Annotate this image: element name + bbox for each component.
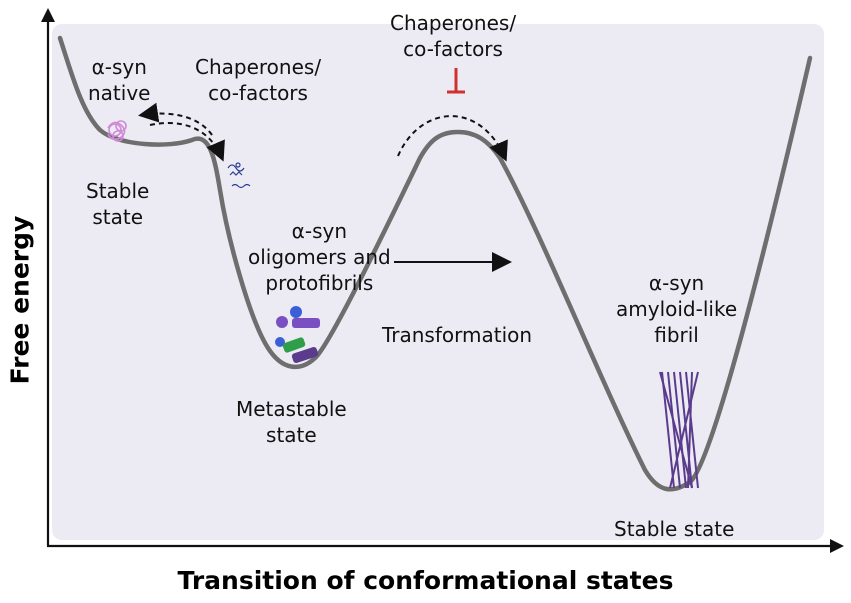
- label-line: Stable state: [614, 517, 735, 541]
- label-line: Chaperones/: [390, 11, 517, 35]
- label-line: amyloid-like: [616, 297, 738, 321]
- label-transformation: Transformation: [382, 322, 532, 348]
- dashed-arrow-over-barrier: [397, 115, 508, 162]
- x-axis-arrow: [830, 539, 844, 553]
- reversible-dashed-arrows: [138, 102, 225, 162]
- label-chaperones-top: Chaperones/ co-factors: [390, 10, 516, 62]
- dashed-arrow-to-native: [138, 102, 213, 136]
- energy-curve: [57, 35, 813, 492]
- label-stable-state-right: Stable state: [614, 516, 734, 542]
- amyloid-fibril-icon: [659, 371, 699, 489]
- x-axis-title: Transition of conformational states: [177, 566, 674, 595]
- label-line: Stable: [86, 179, 150, 203]
- label-line: Chaperones/: [195, 55, 322, 79]
- unfolded-protein-icon: [227, 162, 251, 189]
- label-line: state: [266, 423, 317, 447]
- label-line: state: [92, 205, 144, 229]
- dashed-arrow-to-oligomer: [149, 122, 225, 162]
- inhibition-t-bar-icon: [447, 68, 465, 94]
- label-line: co-factors: [403, 37, 503, 61]
- label-line: co-factors: [208, 81, 308, 105]
- label-line: α-syn: [648, 271, 705, 295]
- label-line: fibril: [654, 323, 699, 347]
- panel-background: [52, 24, 824, 540]
- axes: [41, 8, 844, 553]
- label-line: native: [88, 81, 151, 105]
- alpha-synuclein-native-icon: [107, 120, 127, 142]
- y-axis-arrow: [41, 8, 55, 22]
- label-stable-state-left: Stable state: [86, 178, 149, 230]
- label-line: α-syn: [291, 219, 348, 243]
- label-line: Transformation: [382, 323, 533, 347]
- label-line: oligomers and: [248, 245, 391, 269]
- label-alpha-syn-native: α-syn native: [88, 54, 150, 106]
- label-line: α-syn: [91, 55, 147, 79]
- oligomer-cluster-icon: [275, 306, 320, 363]
- label-oligomers-protofibrils: α-syn oligomers and protofibrils: [248, 218, 391, 296]
- label-amyloid-fibril: α-syn amyloid-like fibril: [616, 270, 737, 348]
- label-metastable-state: Metastable state: [236, 396, 347, 448]
- label-chaperones-left: Chaperones/ co-factors: [195, 54, 321, 106]
- y-axis-title: Free energy: [5, 215, 35, 385]
- label-line: protofibrils: [265, 271, 374, 295]
- label-line: Metastable: [236, 397, 347, 421]
